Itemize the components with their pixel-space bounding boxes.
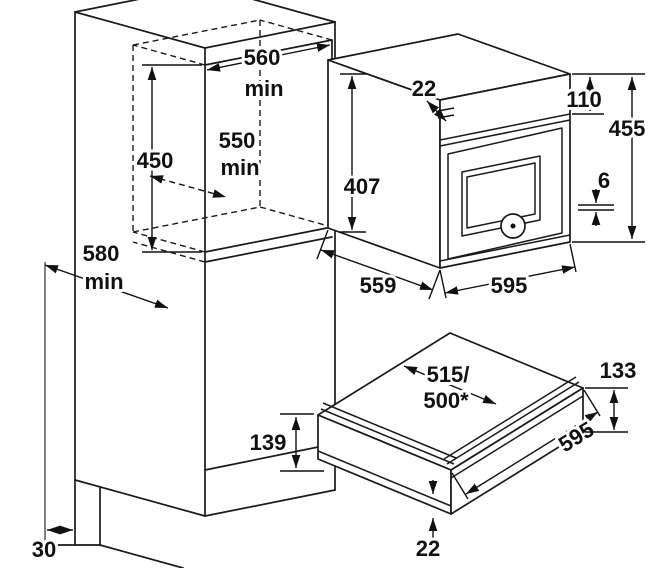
oven <box>327 33 571 269</box>
dim-label-niche-height: 450 <box>137 148 174 173</box>
dim-label-rear-gap: 30 <box>32 537 56 562</box>
dim-label-drawer-inner-depth-1: 515/ <box>427 362 470 387</box>
oven-door <box>447 127 563 260</box>
dim-drawer-side-height: 133 <box>585 355 639 433</box>
dim-label-niche-width: 560 <box>244 45 281 70</box>
dim-oven-width: 595 <box>439 243 577 301</box>
dim-niche-width: 560 min <box>206 42 331 104</box>
dim-oven-gap: 6 <box>578 165 614 226</box>
dim-label-oven-gap: 6 <box>598 168 610 193</box>
dim-rear-gap: 30 <box>29 525 73 565</box>
dim-label-oven-top-inset: 22 <box>412 76 436 101</box>
dim-oven-top-inset: 22 <box>409 73 455 122</box>
dim-label-niche-depth: 550 <box>219 128 256 153</box>
dim-drawer-panel-thickness: 22 <box>413 480 443 564</box>
dim-label-drawer-side-height: 133 <box>600 358 637 383</box>
oven-door-window <box>461 155 541 237</box>
dim-label-cabinet-depth-min: min <box>84 269 123 294</box>
dim-cabinet-depth: 580 min <box>44 238 169 309</box>
dim-label-cabinet-depth: 580 <box>83 241 120 266</box>
dim-label-niche-depth-min: min <box>220 155 259 180</box>
dim-oven-depth: 559 <box>316 229 441 301</box>
dim-label-oven-body-height: 407 <box>344 174 381 199</box>
dim-label-niche-width-min: min <box>244 76 283 101</box>
dim-label-drawer-front-height: 139 <box>250 430 287 455</box>
dim-oven-height: 455 <box>572 77 648 243</box>
dim-oven-panel-height: 110 <box>563 73 645 115</box>
dim-drawer-front-height: 139 <box>247 413 324 472</box>
dim-label-drawer-inner-depth-2: 500* <box>423 388 469 413</box>
warming-drawer <box>317 332 584 515</box>
dim-niche-depth: 550 min <box>149 125 263 198</box>
dim-label-oven-height: 455 <box>609 116 646 141</box>
dim-label-drawer-panel-thickness: 22 <box>416 536 440 561</box>
dim-label-oven-width: 595 <box>491 273 528 298</box>
dim-drawer-inner-depth: 515/ 500* <box>403 359 497 416</box>
dim-label-oven-depth: 559 <box>360 273 397 298</box>
dim-niche-height: 450 <box>134 64 202 253</box>
dim-label-oven-panel-height: 110 <box>566 87 602 112</box>
dim-oven-body-height: 407 <box>340 73 383 233</box>
